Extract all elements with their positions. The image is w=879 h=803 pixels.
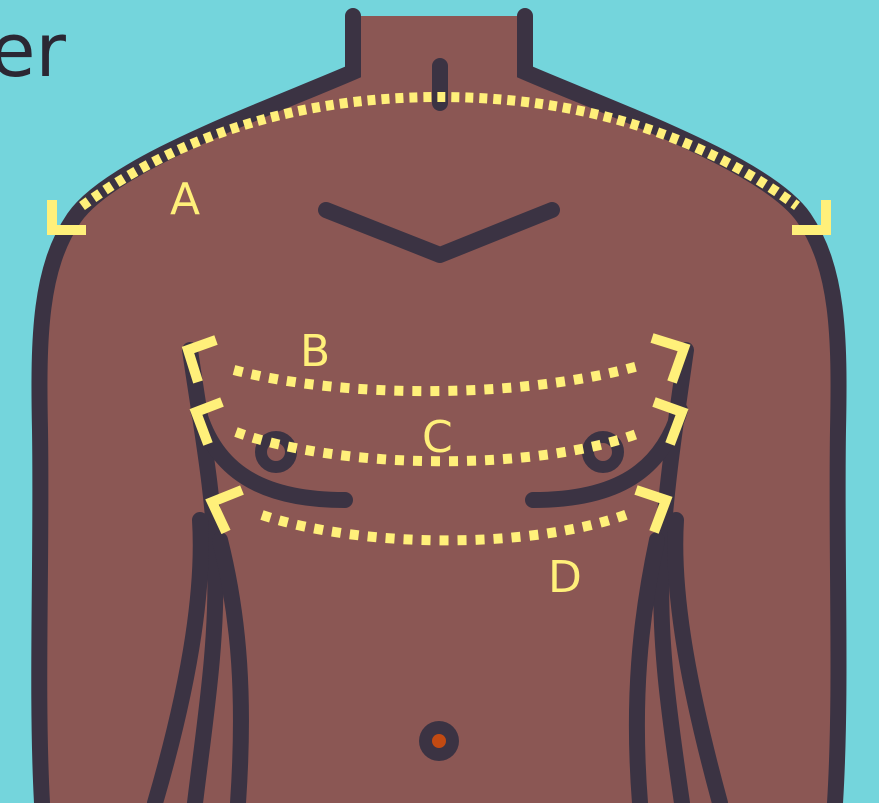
torso-body <box>37 16 839 803</box>
label-c: C <box>422 412 453 463</box>
navel-center <box>432 734 446 748</box>
label-b: B <box>300 326 330 377</box>
torso <box>37 16 839 803</box>
label-d: D <box>548 552 582 603</box>
label-a: A <box>170 174 200 225</box>
